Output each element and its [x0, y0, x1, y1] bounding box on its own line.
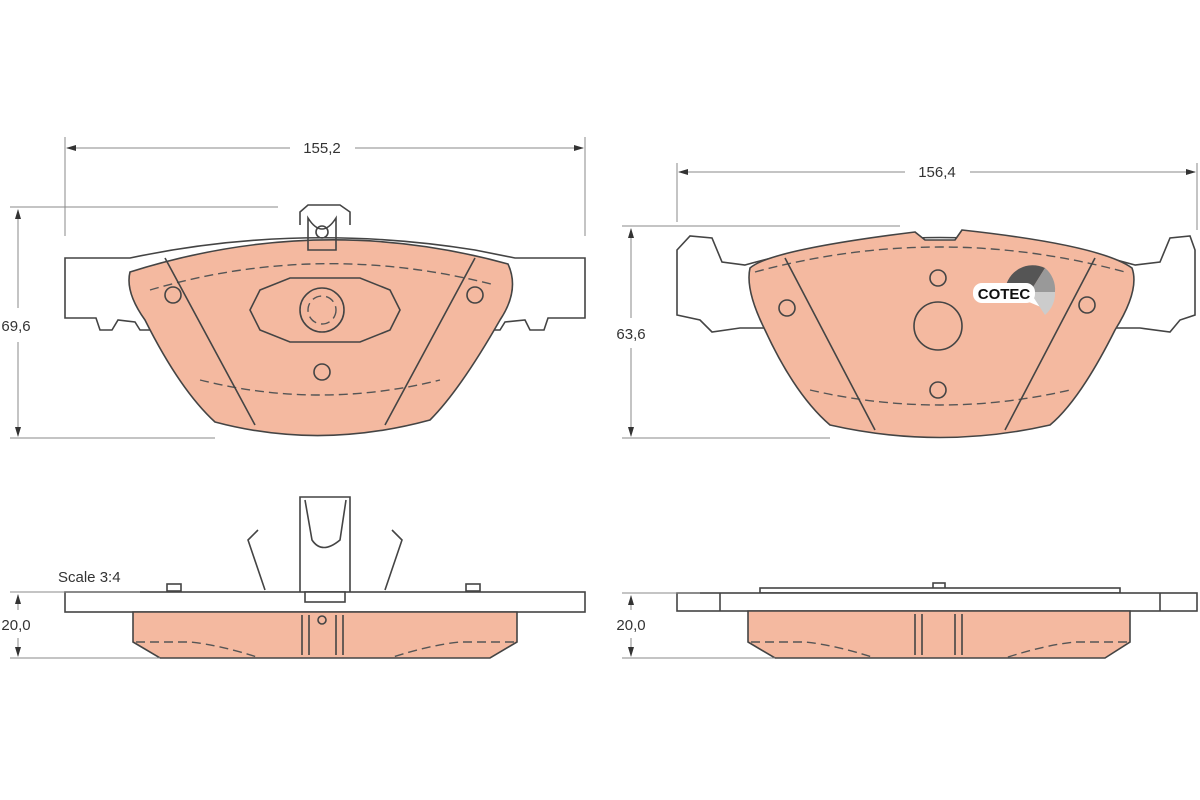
scale-label: Scale 3:4: [58, 569, 121, 586]
front-height-label: 69,6: [1, 318, 30, 335]
cotec-logo-text: COTEC: [978, 286, 1031, 303]
front-clip-tab: [299, 204, 351, 225]
rear-thickness-label: 20,0: [616, 617, 645, 634]
front-width-label: 155,2: [303, 140, 341, 157]
rear-pad-height-dimension: 63,6: [616, 225, 900, 439]
front-pad-side-view: Scale 3:4: [58, 496, 586, 659]
front-thickness-dimension: 20,0: [1, 591, 160, 659]
front-pad-height-dimension: 69,6: [1, 206, 278, 439]
rear-pad-top-view: COTEC: [676, 229, 1196, 439]
rear-height-label: 63,6: [616, 326, 645, 343]
front-thickness-label: 20,0: [1, 617, 30, 634]
front-pad-top-view: [64, 204, 586, 437]
rear-pad-side-view: [676, 582, 1198, 659]
cotec-logo: COTEC: [973, 265, 1056, 315]
rear-thickness-dimension: 20,0: [616, 592, 775, 659]
front-pad-width-dimension: 155,2: [64, 137, 586, 236]
rear-width-label: 156,4: [918, 164, 956, 181]
rear-pad-width-dimension: 156,4: [676, 163, 1198, 230]
